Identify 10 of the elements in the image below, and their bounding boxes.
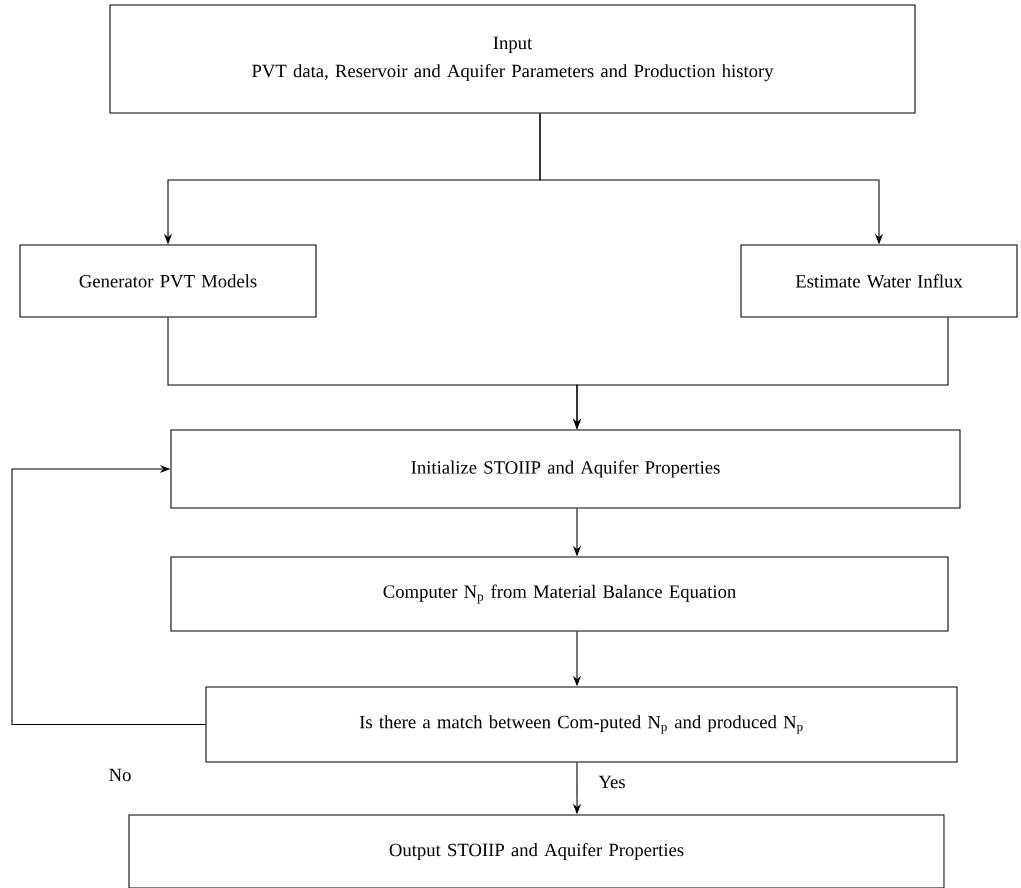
edge-label: No <box>107 767 133 783</box>
process-box: Is there a match between Com-puted N$_{p}$ and produced N$_{p}$ <box>205 686 958 763</box>
process-box: Computer N$_{p}$ from Material Balance Equation <box>170 556 949 632</box>
process-box: Output STOIIP and Aquifer Properties <box>128 814 945 888</box>
arrow <box>11 464 206 726</box>
process-box: Estimate Water Influx <box>740 244 1018 318</box>
process-box: Generator PVT Models <box>19 244 317 318</box>
edge-label: Yes <box>597 774 627 790</box>
process-box: Input PVT data, Reservoir and Aquifer Parameters and Production history <box>109 4 916 114</box>
process-box: Initialize STOIIP and Aquifer Properties <box>170 429 961 509</box>
